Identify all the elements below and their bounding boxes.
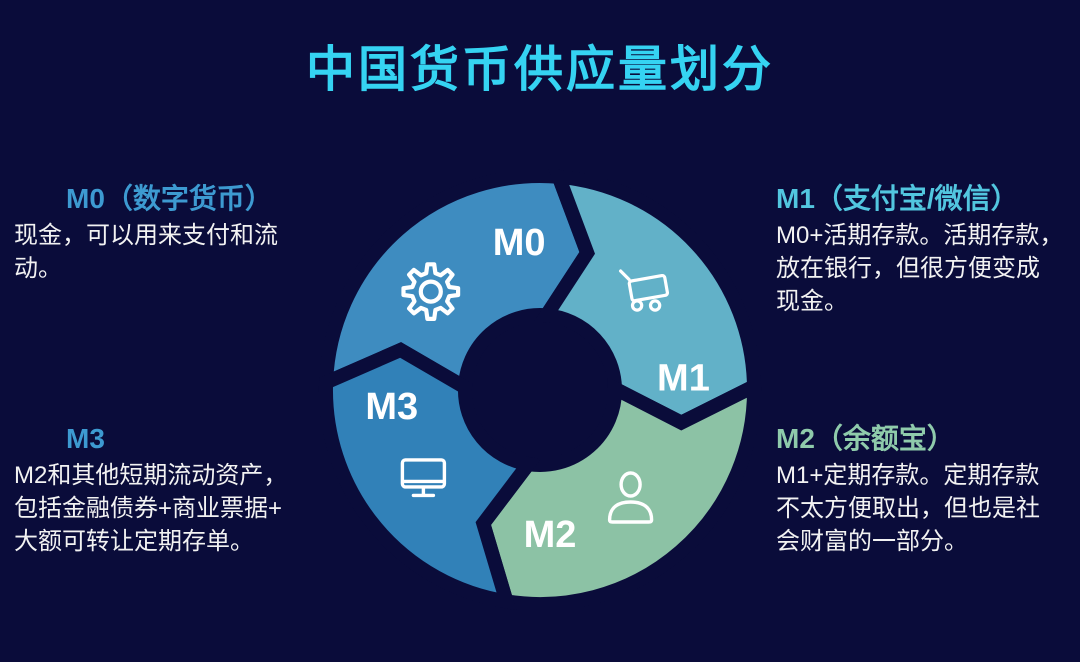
annotation-m0: M0（数字货币） 现金，可以用来支付和流 动。 <box>14 184 314 285</box>
page-title: 中国货币供应量划分 <box>305 43 774 97</box>
annotation-m3: M3 M2和其他短期流动资产， 包括金融债券+商业票据+ 大额可转让定期存单。 <box>14 424 324 558</box>
annotation-m2-body: M1+定期存款。定期存款 不太方便取出，但也是社 会财富的一部分。 <box>776 462 1040 555</box>
segment-m1 <box>534 168 762 431</box>
annotation-m2-heading: M2（余额宝） <box>776 423 955 454</box>
segment-label-m1: M1 <box>657 358 710 400</box>
annotation-m1-heading: M1（支付宝/微信） <box>776 183 1019 214</box>
segment-m3 <box>319 342 541 611</box>
segment-label-m0: M0 <box>493 222 546 264</box>
annotation-m0-body: 现金，可以用来支付和流 动。 <box>14 222 278 282</box>
annotation-m1: M1（支付宝/微信） M0+活期存款。活期存款， 放在银行，但很方便变成 现金。 <box>776 184 1076 318</box>
segment-label-m2: M2 <box>524 514 577 556</box>
annotation-m2: M2（余额宝） M1+定期存款。定期存款 不太方便取出，但也是社 会财富的一部分… <box>776 424 1076 558</box>
annotation-m0-heading: M0（数字货币） <box>66 183 273 214</box>
annotation-m3-body: M2和其他短期流动资产， 包括金融债券+商业票据+ 大额可转让定期存单。 <box>14 462 288 555</box>
segment-label-m3: M3 <box>365 386 418 428</box>
annotation-m3-heading: M3 <box>66 423 105 454</box>
segment-m2 <box>475 375 762 612</box>
annotation-m1-body: M0+活期存款。活期存款， 放在银行，但很方便变成 现金。 <box>776 222 1064 315</box>
segment-m0 <box>318 169 595 400</box>
